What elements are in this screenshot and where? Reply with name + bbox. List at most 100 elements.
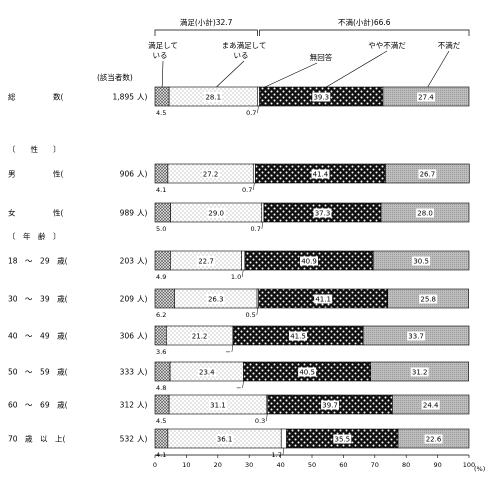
value-label-bg (206, 294, 225, 304)
value-label: 33.7 (408, 333, 424, 341)
row-count: 209 (120, 295, 135, 304)
row-count-unit: 人) (137, 209, 147, 218)
value-label: 0.7 (242, 186, 252, 194)
legend-label: 満足して (148, 41, 178, 50)
value-label: − (225, 348, 230, 356)
bar-segment (280, 428, 287, 449)
value-label: 22.6 (426, 436, 442, 444)
value-leader-line (256, 307, 259, 316)
value-label-bg (215, 434, 234, 444)
row-count: 312 (120, 401, 135, 410)
row-count: 906 (120, 170, 135, 179)
x-tick-label: 70 (371, 461, 379, 469)
row-label: 女 性( (8, 208, 63, 218)
group-bracket (154, 29, 258, 36)
value-label-bg (207, 208, 226, 218)
value-leader-line (241, 269, 244, 278)
value-label-bg (419, 294, 438, 304)
bar-segment (154, 361, 171, 382)
value-label: − (236, 384, 241, 392)
x-tick-label: 90 (433, 461, 441, 469)
bar-segment (252, 163, 256, 184)
section-label: 〔 性 〕 (8, 144, 61, 154)
row-count-unit: 人) (137, 295, 147, 304)
value-label-bg (204, 92, 223, 102)
section-label: 〔 年 齢 〕 (8, 231, 61, 241)
bar-segment (261, 202, 265, 223)
value-label-bg (190, 331, 209, 341)
value-label: 21.2 (192, 333, 208, 341)
value-label: 6.2 (156, 311, 166, 319)
value-label: 31.1 (210, 402, 226, 410)
row-label: 18 ～ 29 歳( (8, 256, 68, 266)
legend-leader-line (425, 50, 450, 91)
value-label: 23.4 (199, 369, 215, 377)
value-label-bg (321, 400, 340, 410)
row-count: 1,895 (113, 93, 135, 102)
value-label-bg (410, 367, 429, 377)
value-label: 4.8 (156, 384, 166, 392)
value-label: 0.7 (246, 109, 256, 117)
x-tick-label: 0 (153, 461, 157, 469)
legend-label: まあ満足して (222, 41, 267, 50)
group-header-label: 不満(小計)66.6 (338, 17, 391, 27)
value-label: 22.7 (198, 258, 214, 266)
value-label: 35.5 (335, 436, 351, 444)
value-label-bg (197, 256, 216, 266)
value-label: 39.3 (313, 94, 329, 102)
row-label: 男 性( (8, 169, 63, 179)
value-label-bg (416, 208, 435, 218)
group-bracket (259, 29, 470, 36)
row-label: 総 数( (8, 92, 63, 102)
group-header-label: 満足(小計)32.7 (180, 17, 233, 27)
value-label: 30.5 (413, 258, 429, 266)
legend-leader-line (161, 60, 164, 91)
legend-label: やや不満だ (368, 41, 406, 50)
value-label-bg (333, 434, 352, 444)
value-label: 0.5 (245, 311, 255, 319)
legend-leader-line (213, 60, 245, 91)
row-count: 306 (120, 332, 135, 341)
value-label: 4.1 (156, 186, 166, 194)
value-label-bg (208, 400, 227, 410)
value-label-bg (418, 169, 437, 179)
x-tick-label: 40 (276, 461, 284, 469)
x-tick-label: 60 (339, 461, 347, 469)
value-label: 5.0 (156, 225, 166, 233)
value-label: 41.4 (313, 171, 329, 179)
value-label-bg (407, 331, 426, 341)
legend-label: いる (153, 51, 168, 60)
bar-segment (241, 250, 246, 271)
value-label-bg (412, 256, 431, 266)
value-label: 24.4 (423, 402, 439, 410)
value-label-bg (311, 169, 330, 179)
value-leader-line (231, 344, 234, 353)
value-label: 26.7 (420, 171, 436, 179)
value-label-bg (289, 331, 308, 341)
x-tick-label: 20 (214, 461, 222, 469)
x-tick-label: 50 (308, 461, 316, 469)
x-tick-label: 100 (463, 461, 475, 469)
value-label: 41.1 (315, 296, 331, 304)
value-label: 40.5 (299, 369, 315, 377)
row-label: 50 ～ 59 歳( (8, 367, 68, 377)
bar-segment (154, 163, 169, 184)
bar-segment (154, 325, 167, 346)
row-count: 532 (120, 435, 135, 444)
legend-label: 不満だ (438, 41, 461, 50)
row-count-unit: 人) (137, 170, 147, 179)
value-label: 27.4 (418, 94, 434, 102)
value-label: 31.2 (412, 369, 428, 377)
value-label-bg (312, 92, 331, 102)
bar-segment (154, 394, 170, 415)
bar-segment (154, 288, 175, 309)
row-count: 333 (120, 368, 135, 377)
value-leader-line (253, 182, 255, 191)
value-leader-line (282, 447, 285, 456)
value-label: 0.3 (255, 417, 265, 425)
bar-segment (257, 86, 260, 107)
